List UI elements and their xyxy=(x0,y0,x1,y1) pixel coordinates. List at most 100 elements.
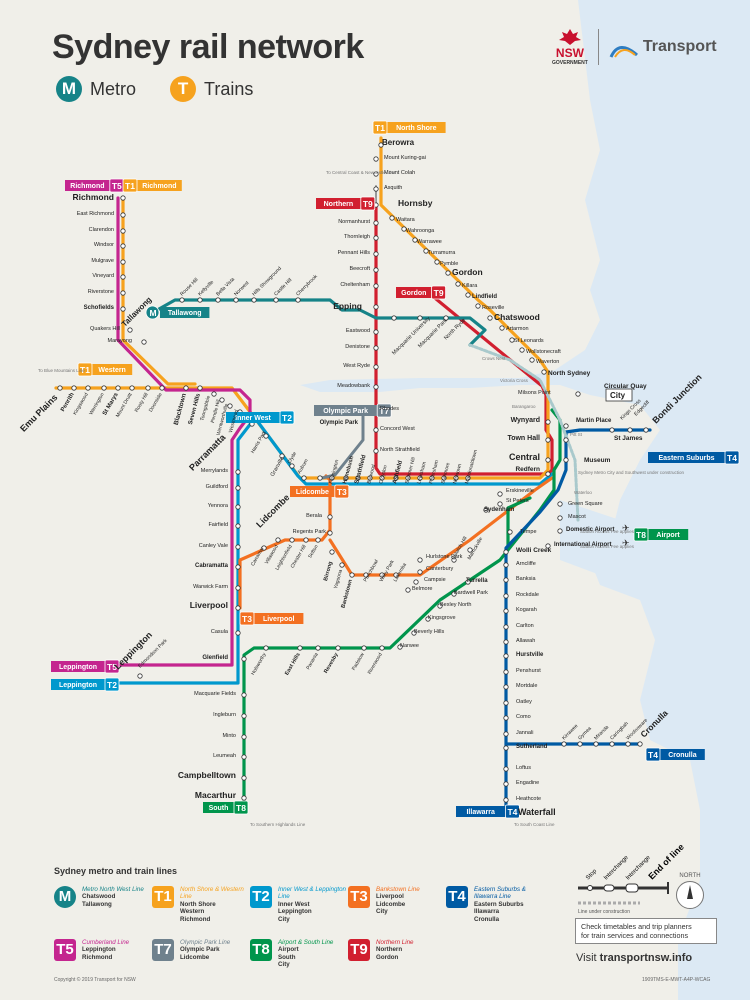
station-label-gordon[interactable]: Gordon xyxy=(452,267,483,277)
station-label-richmond[interactable]: Richmond xyxy=(72,192,114,202)
station-dot[interactable] xyxy=(417,315,423,321)
station-dot[interactable] xyxy=(273,297,279,303)
station-label-homebush[interactable]: Homebush xyxy=(342,455,355,485)
station-label-banksia[interactable]: Banksia xyxy=(516,576,537,582)
station-dot[interactable] xyxy=(343,475,349,481)
station-label-rouse-hill[interactable]: Rouse Hill xyxy=(179,277,199,297)
station-dot[interactable] xyxy=(545,543,551,549)
station-dot[interactable] xyxy=(233,297,239,303)
station-label-burwood[interactable]: Burwood xyxy=(366,464,377,485)
station-label-asquith[interactable]: Asquith xyxy=(384,185,402,191)
station-label-doonside[interactable]: Doonside xyxy=(148,392,164,413)
station-label-vineyard[interactable]: Vineyard xyxy=(92,273,114,279)
station-dot[interactable] xyxy=(519,347,525,353)
station-dot[interactable] xyxy=(197,385,203,391)
station-label-yagoona[interactable]: Yagoona xyxy=(333,569,344,590)
station-label-epping[interactable]: Epping xyxy=(333,301,362,311)
station-dot[interactable] xyxy=(379,645,385,651)
station-dot[interactable] xyxy=(373,171,379,177)
station-dot[interactable] xyxy=(349,572,355,578)
station-dot[interactable] xyxy=(120,274,126,280)
station-label-martin-place[interactable]: Martin Place xyxy=(576,418,612,424)
station-dot[interactable] xyxy=(497,501,503,507)
station-dot[interactable] xyxy=(627,427,633,433)
station-dot[interactable] xyxy=(120,212,126,218)
station-label-casula[interactable]: Casula xyxy=(211,629,229,635)
station-label-summer-hill[interactable]: Summer Hill xyxy=(404,457,417,485)
station-label-carlton[interactable]: Carlton xyxy=(516,623,534,629)
station-dot[interactable] xyxy=(241,795,247,801)
station-label-ingleburn[interactable]: Ingleburn xyxy=(213,712,236,718)
station-label-north-sydney[interactable]: North Sydney xyxy=(548,370,591,377)
station-label-redfern[interactable]: Redfern xyxy=(515,466,540,473)
station-label-waverton[interactable]: Waverton xyxy=(536,359,559,365)
station-label-central[interactable]: Central xyxy=(509,452,540,462)
station-dot[interactable] xyxy=(120,259,126,265)
station-label-mount-kuring-gai[interactable]: Mount Kuring-gai xyxy=(384,155,426,161)
station-label-lakemba[interactable]: Lakemba xyxy=(393,562,409,583)
station-dot[interactable] xyxy=(593,741,599,747)
station-label-engadine[interactable]: Engadine xyxy=(516,780,539,786)
station-dot[interactable] xyxy=(393,572,399,578)
station-label-wahroonga[interactable]: Wahroonga xyxy=(406,228,435,234)
station-label-yennora[interactable]: Yennora xyxy=(208,503,229,509)
station-label-carramar[interactable]: Carramar xyxy=(250,546,266,568)
station-label-regents-park[interactable]: Regents Park xyxy=(293,529,327,535)
station-label-east-richmond[interactable]: East Richmond xyxy=(77,211,114,217)
station-dot[interactable] xyxy=(327,530,333,536)
station-label-berala[interactable]: Berala xyxy=(306,513,323,519)
station-label-beecroft[interactable]: Beecroft xyxy=(350,266,371,272)
station-dot[interactable] xyxy=(235,485,241,491)
station-label-mulgrave[interactable]: Mulgrave xyxy=(91,258,114,264)
station-dot[interactable] xyxy=(563,437,569,443)
station-label-rockdale[interactable]: Rockdale xyxy=(516,592,539,598)
station-label-bexley-north[interactable]: Bexley North xyxy=(440,602,472,608)
station-dot[interactable] xyxy=(451,591,457,597)
station-label-wollstonecraft[interactable]: Wollstonecraft xyxy=(526,349,561,355)
station-dot[interactable] xyxy=(235,564,241,570)
visit-url[interactable]: transportnsw.info xyxy=(599,952,693,964)
station-dot[interactable] xyxy=(261,545,267,551)
station-dot[interactable] xyxy=(197,297,203,303)
station-dot[interactable] xyxy=(609,741,615,747)
station-label-town-hall[interactable]: Town Hall xyxy=(507,435,540,442)
station-label-parramatta[interactable]: Parramatta xyxy=(187,432,228,473)
station-label-merrylands[interactable]: Merrylands xyxy=(201,468,228,474)
station-label-st-james[interactable]: St James xyxy=(614,435,643,442)
station-dot[interactable] xyxy=(445,270,451,276)
station-label-windsor[interactable]: Windsor xyxy=(94,242,114,248)
station-dot[interactable] xyxy=(329,549,335,555)
station-dot[interactable] xyxy=(373,304,379,310)
station-dot[interactable] xyxy=(219,397,225,403)
station-dot[interactable] xyxy=(289,463,295,469)
station-dot[interactable] xyxy=(393,475,399,481)
station-dot[interactable] xyxy=(557,515,563,521)
station-label-warrawee[interactable]: Warrawee xyxy=(417,239,442,245)
station-label-east-hills[interactable]: East Hills xyxy=(284,652,302,676)
station-dot[interactable] xyxy=(329,475,335,481)
station-label-petersham[interactable]: Petersham xyxy=(428,460,440,485)
station-dot[interactable] xyxy=(379,475,385,481)
station-label-cheltenham[interactable]: Cheltenham xyxy=(340,282,370,288)
station-label-beverly-hills[interactable]: Beverly Hills xyxy=(414,629,445,635)
station-dot[interactable] xyxy=(373,156,379,162)
station-dot[interactable] xyxy=(417,475,423,481)
station-label-croydon[interactable]: Croydon xyxy=(378,464,389,484)
station-dot[interactable] xyxy=(503,745,509,751)
station-dot[interactable] xyxy=(541,369,547,375)
station-label-riverwood[interactable]: Riverwood xyxy=(367,652,384,676)
station-label-auburn[interactable]: Auburn xyxy=(297,458,310,475)
station-dot[interactable] xyxy=(235,585,241,591)
station-dot[interactable] xyxy=(503,639,509,645)
station-dot[interactable] xyxy=(563,457,569,463)
station-dot[interactable] xyxy=(241,775,247,781)
station-label-meadowbank[interactable]: Meadowbank xyxy=(337,383,370,389)
station-dot[interactable] xyxy=(391,315,397,321)
station-dot[interactable] xyxy=(451,557,457,563)
station-dot[interactable] xyxy=(251,297,257,303)
